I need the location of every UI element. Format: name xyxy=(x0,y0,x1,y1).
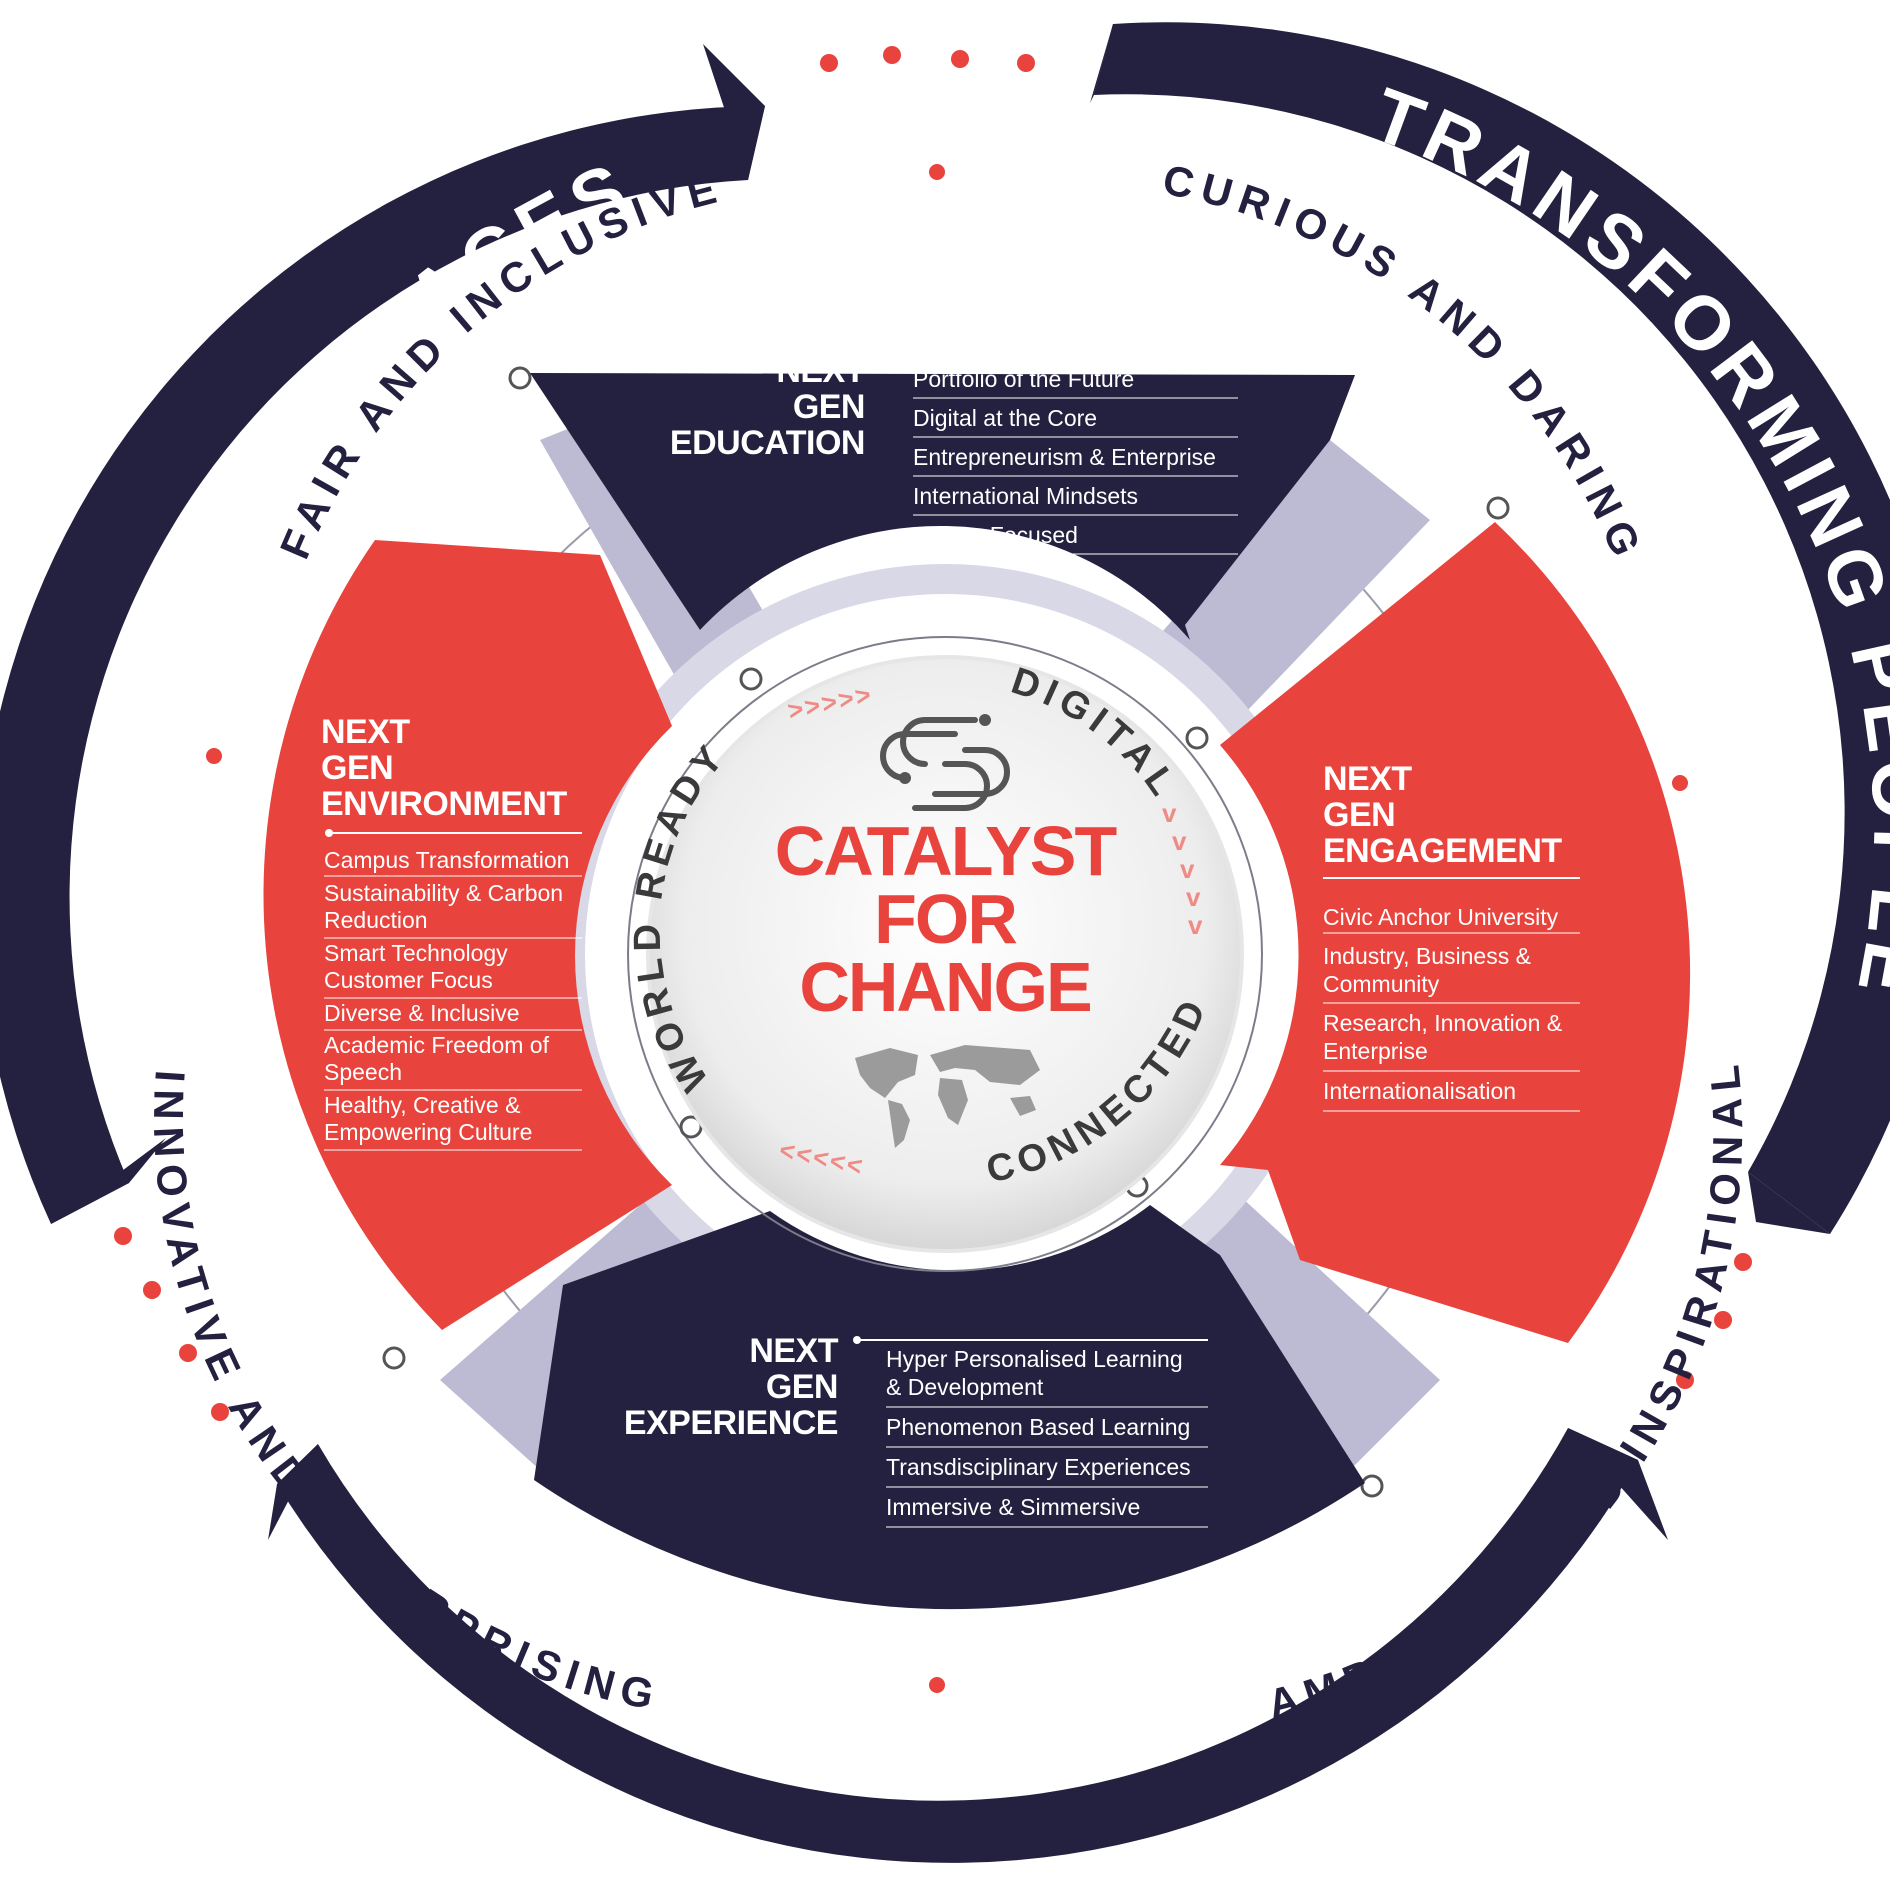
list-item: Customer Focus xyxy=(324,967,493,993)
list-item: Enterprise xyxy=(1323,1038,1428,1064)
ring-nodes xyxy=(382,366,1510,1498)
list-item: Transdisciplinary Experiences xyxy=(886,1454,1191,1480)
connect-logo-icon xyxy=(880,714,1010,811)
svg-text:v: v xyxy=(1186,882,1202,912)
list-item: International Mindsets xyxy=(913,483,1138,509)
list-item: Community xyxy=(1323,971,1440,997)
centre-line-3: CHANGE xyxy=(799,948,1090,1026)
list-item: Campus Transformation xyxy=(324,847,569,873)
svg-text:v: v xyxy=(1172,826,1188,856)
experience-rules xyxy=(853,1336,1208,1528)
inner-connector-ring xyxy=(627,636,1263,1272)
centre-disc xyxy=(646,655,1244,1253)
engagement-rules xyxy=(1323,877,1580,1112)
list-item: Digital at the Core xyxy=(913,405,1097,431)
environment-rules xyxy=(324,829,582,1151)
svg-text:GEN: GEN xyxy=(1323,796,1395,834)
list-item: & Development xyxy=(886,1374,1044,1400)
svg-text:NEXT: NEXT xyxy=(749,1332,838,1370)
chevrons-down: v v v v v xyxy=(1162,798,1204,940)
svg-text:v: v xyxy=(1188,910,1204,940)
petal-education xyxy=(530,373,1355,640)
engagement-items: Civic Anchor University Industry, Busine… xyxy=(1323,904,1562,1104)
centre-line-1: CATALYST xyxy=(775,812,1117,890)
svg-text:EXPERIENCE: EXPERIENCE xyxy=(624,1404,838,1442)
list-item: Internationalisation xyxy=(1323,1078,1516,1104)
list-item: Phenomenon Based Learning xyxy=(886,1414,1190,1440)
petal-environment xyxy=(263,540,672,1330)
list-item: Sustainability & Carbon xyxy=(324,880,563,906)
centre-line-2: FOR xyxy=(874,880,1017,958)
environment-title: NEXT GEN ENVIRONMENT xyxy=(321,713,568,823)
experience-items: Hyper Personalised Learning & Developmen… xyxy=(886,1346,1191,1520)
svg-text:GEN: GEN xyxy=(793,388,865,426)
education-items: Portfolio of the Future Digital at the C… xyxy=(913,366,1216,548)
list-item: Academic Freedom of xyxy=(324,1032,550,1058)
world-map-icon xyxy=(855,1045,1040,1148)
experience-title: NEXT GEN EXPERIENCE xyxy=(624,1332,839,1442)
list-item: Industry, Business & xyxy=(1323,943,1531,969)
list-item: Speech xyxy=(324,1059,402,1085)
svg-text:NEXT: NEXT xyxy=(321,713,410,751)
svg-text:EDUCATION: EDUCATION xyxy=(670,424,865,462)
list-item: Empowering Culture xyxy=(324,1119,532,1145)
svg-text:GEN: GEN xyxy=(321,749,393,787)
list-item: Healthy, Creative & xyxy=(324,1092,520,1118)
education-rules xyxy=(880,355,1238,555)
education-title: NEXT GEN EDUCATION xyxy=(670,352,866,462)
list-item: Smart Technology xyxy=(324,940,508,966)
engagement-title: NEXT GEN ENGAGEMENT xyxy=(1323,760,1563,870)
list-item: Hyper Personalised Learning xyxy=(886,1346,1183,1372)
list-item: Research, Innovation & xyxy=(1323,1010,1562,1036)
svg-text:GEN: GEN xyxy=(766,1368,838,1406)
svg-text:v: v xyxy=(1162,798,1178,828)
svg-text:ENVIRONMENT: ENVIRONMENT xyxy=(321,785,567,823)
svg-text:NEXT: NEXT xyxy=(776,352,865,390)
environment-items: Campus Transformation Sustainability & C… xyxy=(324,847,569,1145)
svg-text:NEXT: NEXT xyxy=(1323,760,1412,798)
svg-text:ENGAGEMENT: ENGAGEMENT xyxy=(1323,832,1562,870)
list-item: Reduction xyxy=(324,907,428,933)
outer-band xyxy=(0,22,1890,1863)
decorative-dots xyxy=(114,46,1752,1693)
list-item: Immersive & Simmersive xyxy=(886,1494,1140,1520)
list-item: Entrepreneurism & Enterprise xyxy=(913,444,1216,470)
list-item: Career Focused xyxy=(913,522,1078,548)
list-item: Diverse & Inclusive xyxy=(324,1000,520,1026)
list-item: Portfolio of the Future xyxy=(913,366,1134,392)
svg-text:v: v xyxy=(1180,854,1196,884)
list-item: Civic Anchor University xyxy=(1323,904,1559,930)
